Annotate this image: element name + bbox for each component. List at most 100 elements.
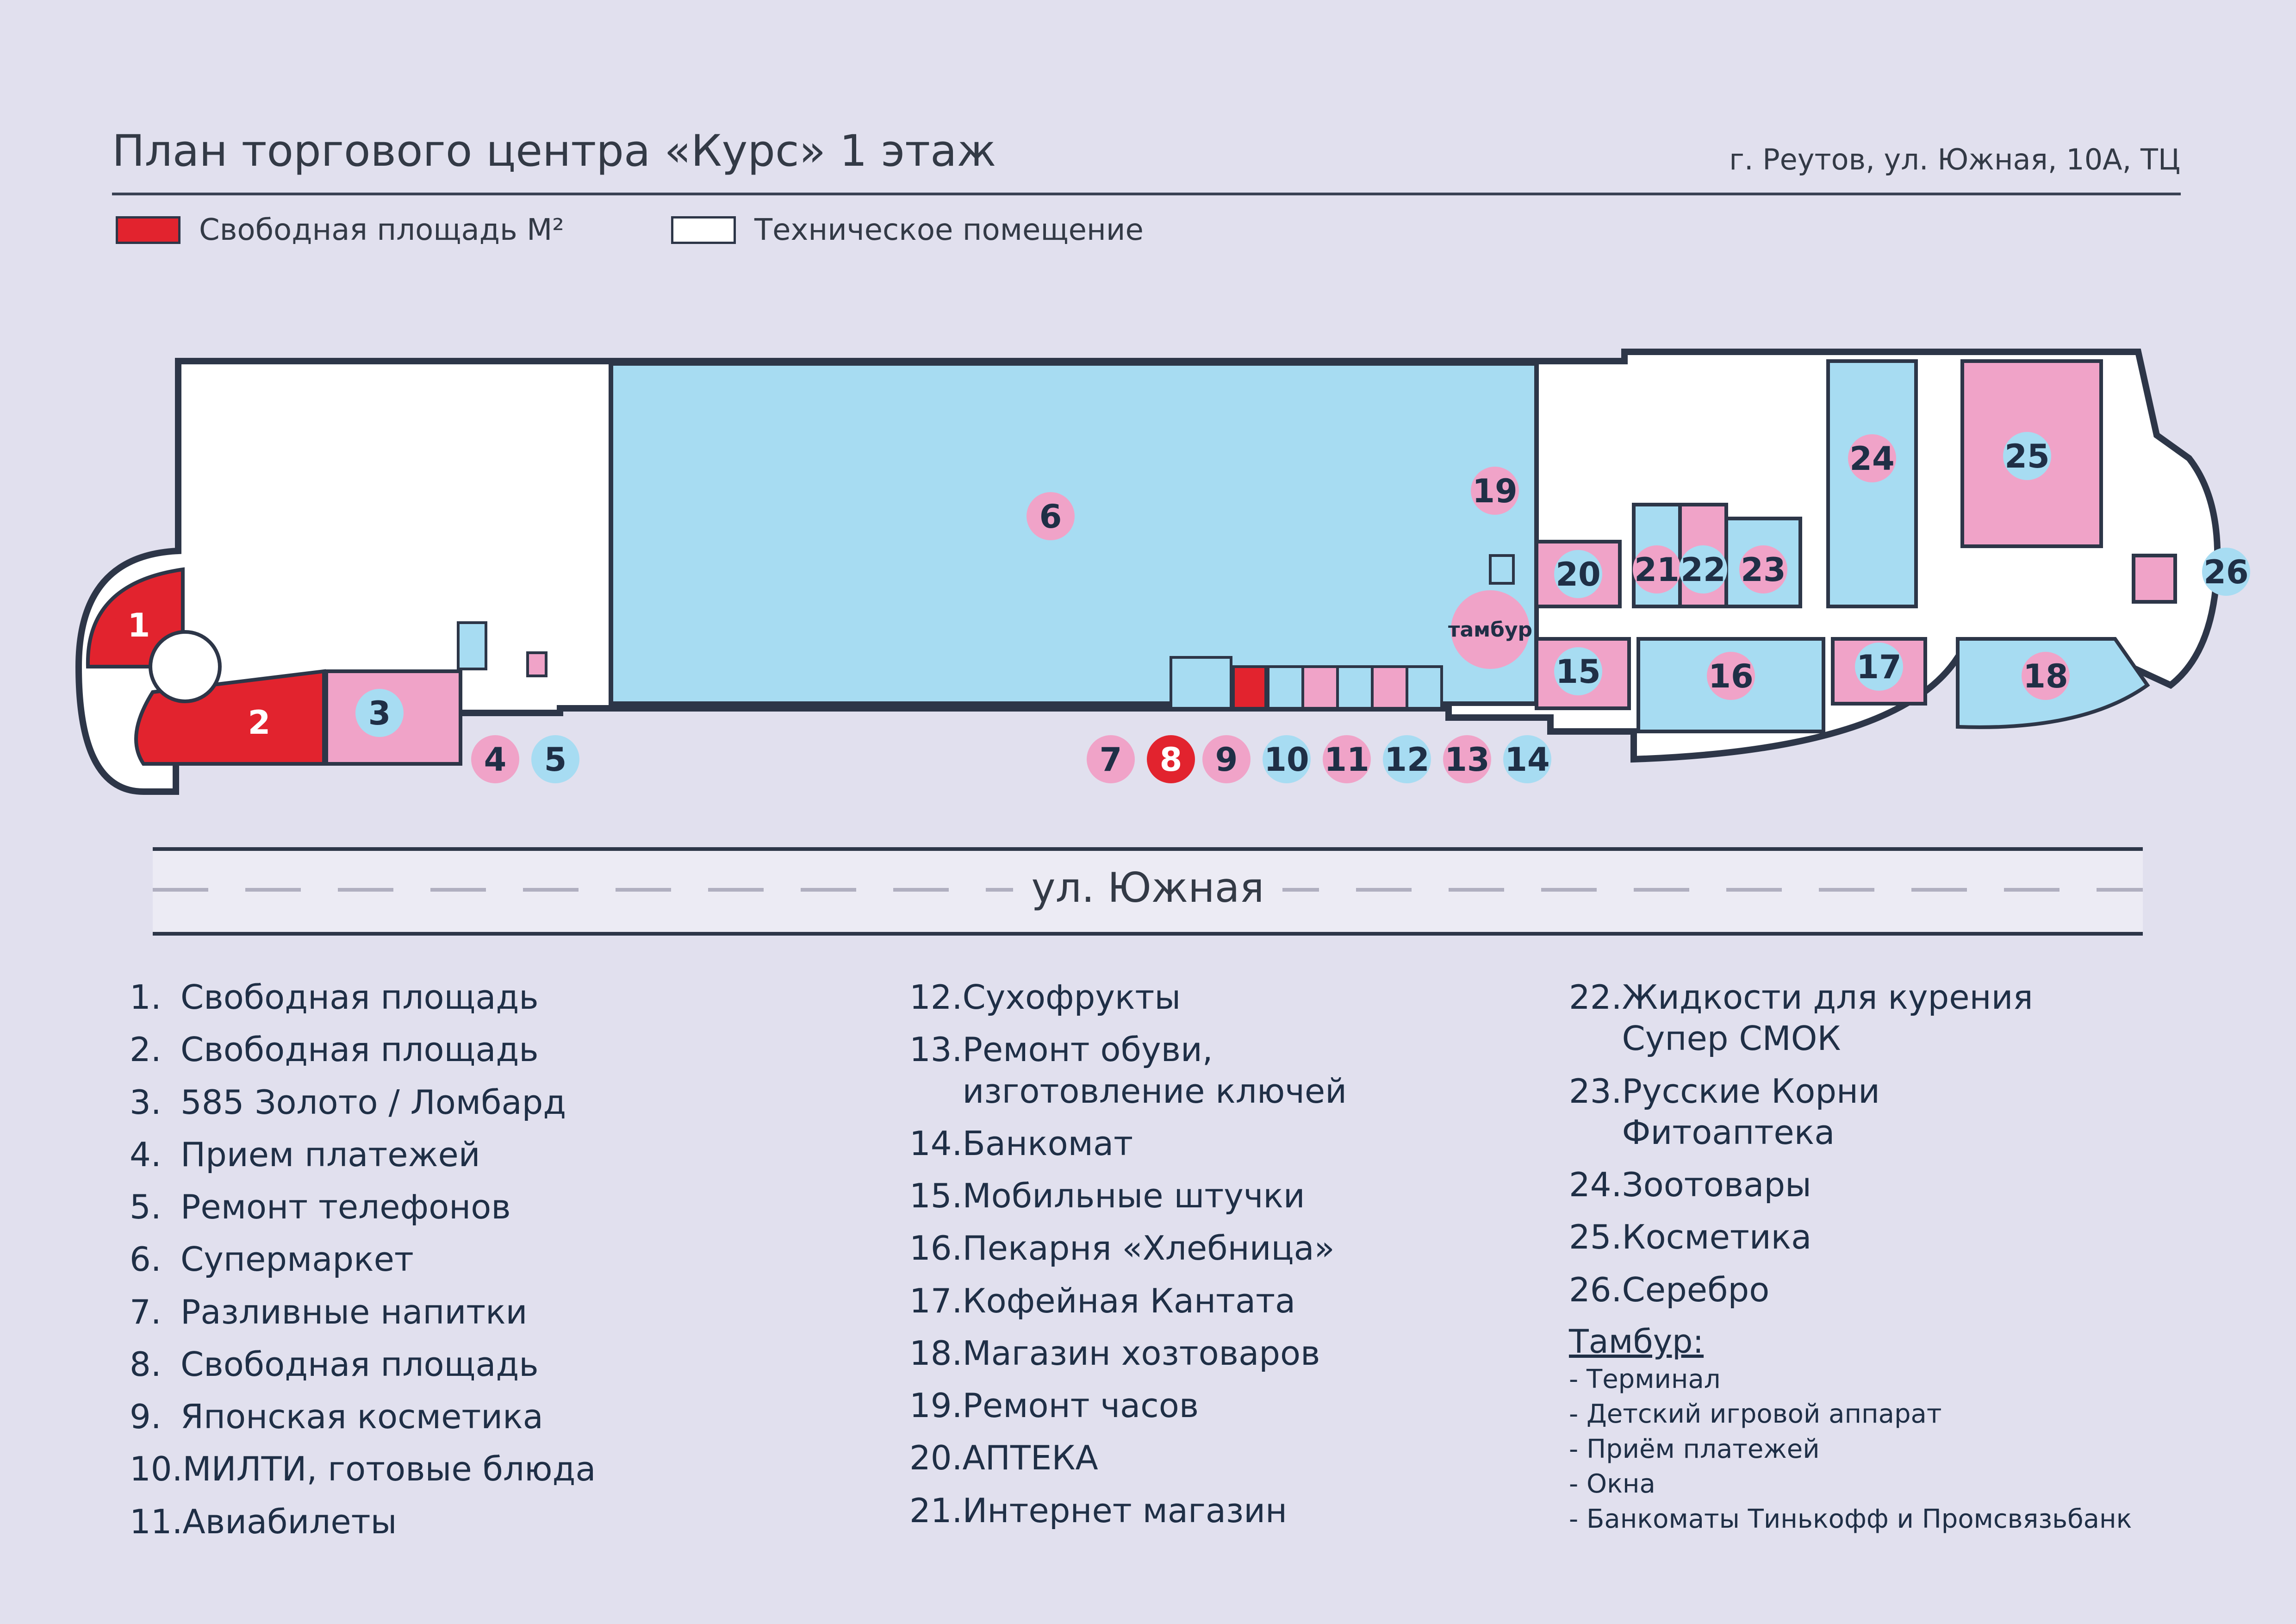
directory-entry: 1. Свободная площадь	[130, 977, 870, 1018]
unit-marker-3	[355, 689, 404, 737]
directory-entry: 24.Зоотовары	[1569, 1164, 2263, 1206]
directory-entry-name: МИЛТИ, готовые блюда	[183, 1449, 596, 1490]
directory-entry: 6.Супермаркет	[130, 1239, 870, 1280]
unit-number-1: 1	[128, 606, 150, 644]
directory-entry-name: Косметика	[1622, 1217, 1812, 1258]
directory-entry: 16.Пекарня «Хлебница»	[909, 1228, 1557, 1269]
unit-area-4	[457, 621, 487, 670]
unit-area-24	[1826, 359, 1918, 608]
unit-number-13: 13	[1444, 741, 1489, 779]
directory-entry-name: Пекарня «Хлебница»	[963, 1228, 1335, 1269]
unit-marker-10	[1263, 735, 1311, 783]
directory-entry-name: Кофейная Кантата	[963, 1280, 1296, 1322]
directory-entry-name-line: изготовление ключей	[962, 1071, 1347, 1111]
unit-number-25: 25	[2004, 437, 2049, 475]
directory-entry-name-line: Зоотовары	[1622, 1165, 1811, 1205]
gallery-row	[1170, 656, 1443, 710]
unit-area-12	[1371, 665, 1408, 710]
unit-number-14: 14	[1505, 741, 1549, 779]
directory-entry: 19.Ремонт часов	[909, 1385, 1557, 1426]
legend-tech-swatch	[671, 216, 736, 244]
unit-number-16: 16	[1708, 657, 1753, 695]
directory-entry: 17.Кофейная Кантата	[909, 1280, 1557, 1322]
directory-entry-name-line: 585 Золото / Ломбард	[180, 1082, 566, 1122]
unit-marker-13	[1443, 735, 1491, 783]
tambur-item: - Детский игровой аппарат	[1569, 1399, 1942, 1430]
unit-number-8: 8	[1160, 741, 1182, 779]
unit-number-12: 12	[1384, 741, 1429, 779]
address: г. Реутов, ул. Южная, 10А, ТЦ	[1729, 143, 2180, 176]
directory-entry-name-line: Кофейная Кантата	[962, 1281, 1296, 1320]
directory-entry-name: Японская косметика	[180, 1396, 543, 1437]
directory-entry: 15.Мобильные штучки	[909, 1175, 1557, 1217]
directory-entry: 11.Авиабилеты	[130, 1501, 870, 1543]
directory-entry: 9.Японская косметика	[130, 1396, 870, 1437]
unit-number-20: 20	[1556, 556, 1600, 593]
directory-entry-number: 13.	[909, 1030, 963, 1069]
directory-entry-name: Свободная площадь	[180, 977, 539, 1018]
directory-entry-number: 12.	[909, 978, 963, 1017]
directory-entry-name: Серебро	[1622, 1269, 1770, 1311]
unit-marker-6	[1027, 492, 1075, 540]
directory-entry-name: Ремонт обуви,изготовление ключей	[963, 1029, 1347, 1112]
directory-entry-name-line: Свободная площадь	[180, 1030, 539, 1069]
unit-marker-21	[1633, 545, 1681, 593]
directory-entry-name-line: Разливные напитки	[180, 1292, 528, 1331]
directory-entry-name-line: Ремонт телефонов	[180, 1187, 511, 1227]
directory-entry-name-line: Фитоаптека	[1622, 1112, 1835, 1152]
unit-number-3: 3	[368, 694, 391, 732]
directory-entry-name-line: Авиабилеты	[182, 1502, 397, 1541]
directory-entry-name-line: Серебро	[1622, 1270, 1770, 1309]
unit-marker-20	[1554, 550, 1602, 598]
directory-entry-number: 22.	[1569, 978, 1622, 1017]
directory-entry: 13.Ремонт обуви,изготовление ключей	[909, 1029, 1557, 1112]
directory-entry-name: Сухофрукты	[963, 977, 1181, 1018]
directory-entry: 25.Косметика	[1569, 1217, 2263, 1258]
directory-entry-number: 21.	[909, 1491, 963, 1530]
directory-entry: 10.МИЛТИ, готовые блюда	[130, 1449, 870, 1490]
unit-marker-4	[471, 735, 519, 783]
legend-free-swatch	[116, 216, 180, 244]
unit-area-6	[609, 361, 1539, 706]
directory-entry-name-line: АПТЕКА	[962, 1438, 1098, 1478]
directory-entry-name: Мобильные штучки	[963, 1175, 1305, 1217]
unit-area-5	[526, 651, 548, 677]
unit-number-22: 22	[1680, 551, 1725, 589]
directory-entry: 5.Ремонт телефонов	[130, 1187, 870, 1228]
directory-entry-number: 3.	[130, 1082, 162, 1122]
unit-marker-5	[531, 735, 579, 783]
unit-number-5: 5	[544, 741, 567, 779]
unit-marker-16	[1707, 652, 1755, 700]
directory-entry-name: Ремонт часов	[963, 1385, 1199, 1426]
directory-entry-name-line: Русские Корни	[1622, 1071, 1880, 1111]
directory-entry-number: 1.	[130, 978, 162, 1017]
directory-entry-name-line: Пекарня «Хлебница»	[962, 1229, 1335, 1268]
directory-entry-number: 16.	[909, 1229, 963, 1268]
unit-marker-22	[1679, 545, 1727, 593]
directory-entry-number: 26.	[1569, 1270, 1622, 1309]
unit-marker-24	[1848, 434, 1896, 482]
unit-area-13	[1406, 665, 1443, 710]
unit-marker-19	[1471, 467, 1519, 515]
directory-entry-name: Авиабилеты	[183, 1501, 397, 1543]
legend-technical-room: Техническое помещение	[671, 213, 1144, 247]
directory-entry-name: Зоотовары	[1622, 1164, 1811, 1206]
directory-entry-name-line: Прием платежей	[180, 1135, 480, 1174]
tambur-marker	[1451, 590, 1530, 669]
directory-entry: 26.Серебро	[1569, 1269, 2263, 1311]
directory-entry-number: 7.	[130, 1292, 162, 1331]
directory-entry-name-line: Ремонт часов	[962, 1386, 1199, 1425]
directory-entry-name-line: Интернет магазин	[962, 1491, 1288, 1530]
directory-entry-number: 17.	[909, 1281, 963, 1320]
street: ул. Южная	[153, 847, 2143, 936]
